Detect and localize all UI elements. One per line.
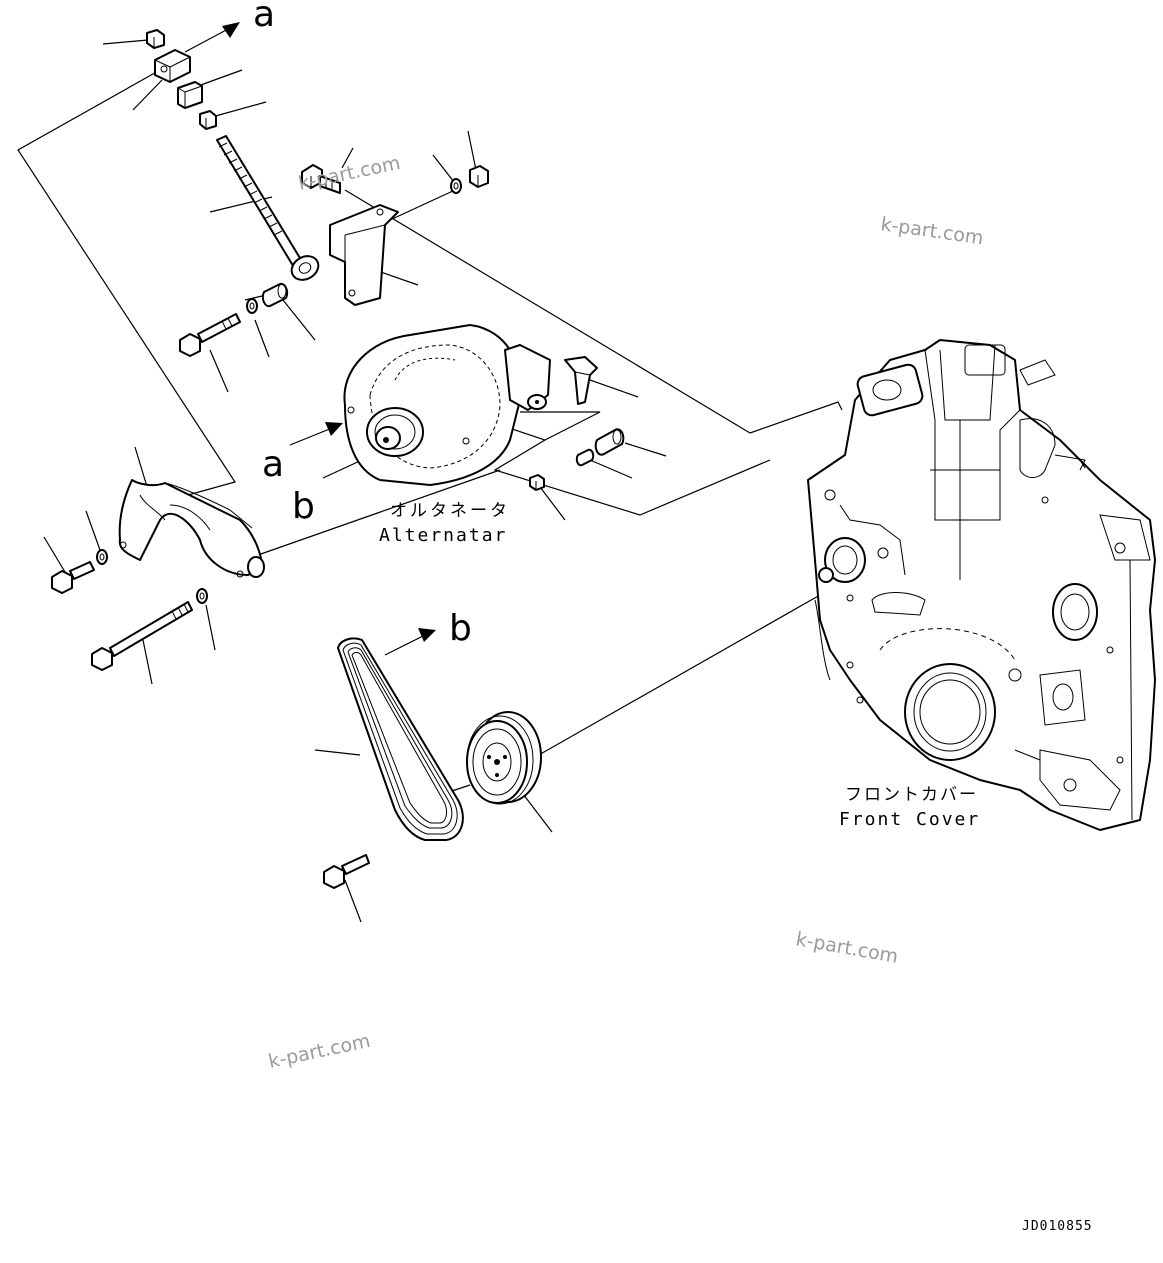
long-bolt: [179, 313, 241, 357]
alternator-label-en: Alternatar: [379, 525, 507, 546]
bracket-fasteners: [301, 164, 489, 194]
front-cover-label-en: Front Cover: [839, 809, 980, 830]
small-washer: [246, 298, 258, 314]
spacer-block: [177, 81, 203, 109]
hex-nut: [469, 165, 489, 188]
callout-a-left: a: [262, 444, 284, 485]
plain-washer: [196, 588, 208, 604]
assembly-guide-lines: [17, 69, 843, 871]
long-spacer: [594, 428, 625, 456]
long-through-bolt: [91, 601, 193, 671]
front-cover-label-jp: フロントカバー: [845, 785, 978, 805]
alternator-label-jp: オルタネータ: [390, 501, 510, 521]
threaded-adjusting-rod: [216, 135, 320, 281]
front-cover: [807, 339, 1156, 831]
rod-nut: [199, 110, 217, 130]
arrow-head-a-left: [325, 422, 343, 436]
top-nut: [146, 29, 165, 49]
short-bolt: [51, 561, 95, 594]
crank-pulley: [466, 711, 542, 805]
trunnion-block: [154, 49, 191, 83]
small-nut: [529, 474, 545, 491]
mounting-bracket: [329, 204, 399, 306]
watermark: k-part.com: [794, 928, 900, 968]
arrow-head-a-top: [222, 22, 240, 38]
watermark: k-part.com: [266, 1030, 372, 1073]
small-spacer: [575, 448, 595, 467]
callout-b-belt: b: [449, 608, 472, 649]
adjusting-rod-assembly: [146, 29, 320, 281]
watermark: k-part.com: [879, 213, 985, 249]
bushing: [261, 282, 289, 308]
pulley-bolt: [323, 854, 370, 889]
v-belt: [337, 637, 464, 841]
lower-left-fasteners: [51, 549, 208, 671]
arrow-head-b-belt: [418, 628, 436, 642]
terminal-clip: [564, 356, 598, 405]
washer: [450, 178, 462, 194]
adjusting-arm: [118, 479, 265, 578]
lock-washer: [96, 549, 108, 565]
callout-a-top: a: [253, 0, 275, 35]
alternator: [343, 324, 551, 486]
watermark: k-part.com: [296, 152, 402, 195]
terminal-parts: [529, 356, 625, 491]
drawing-id: JD010855: [1022, 1219, 1093, 1234]
pivot-bolt-set: [179, 282, 289, 357]
flange-bolt: [301, 164, 341, 194]
callout-b-left: b: [292, 486, 315, 527]
